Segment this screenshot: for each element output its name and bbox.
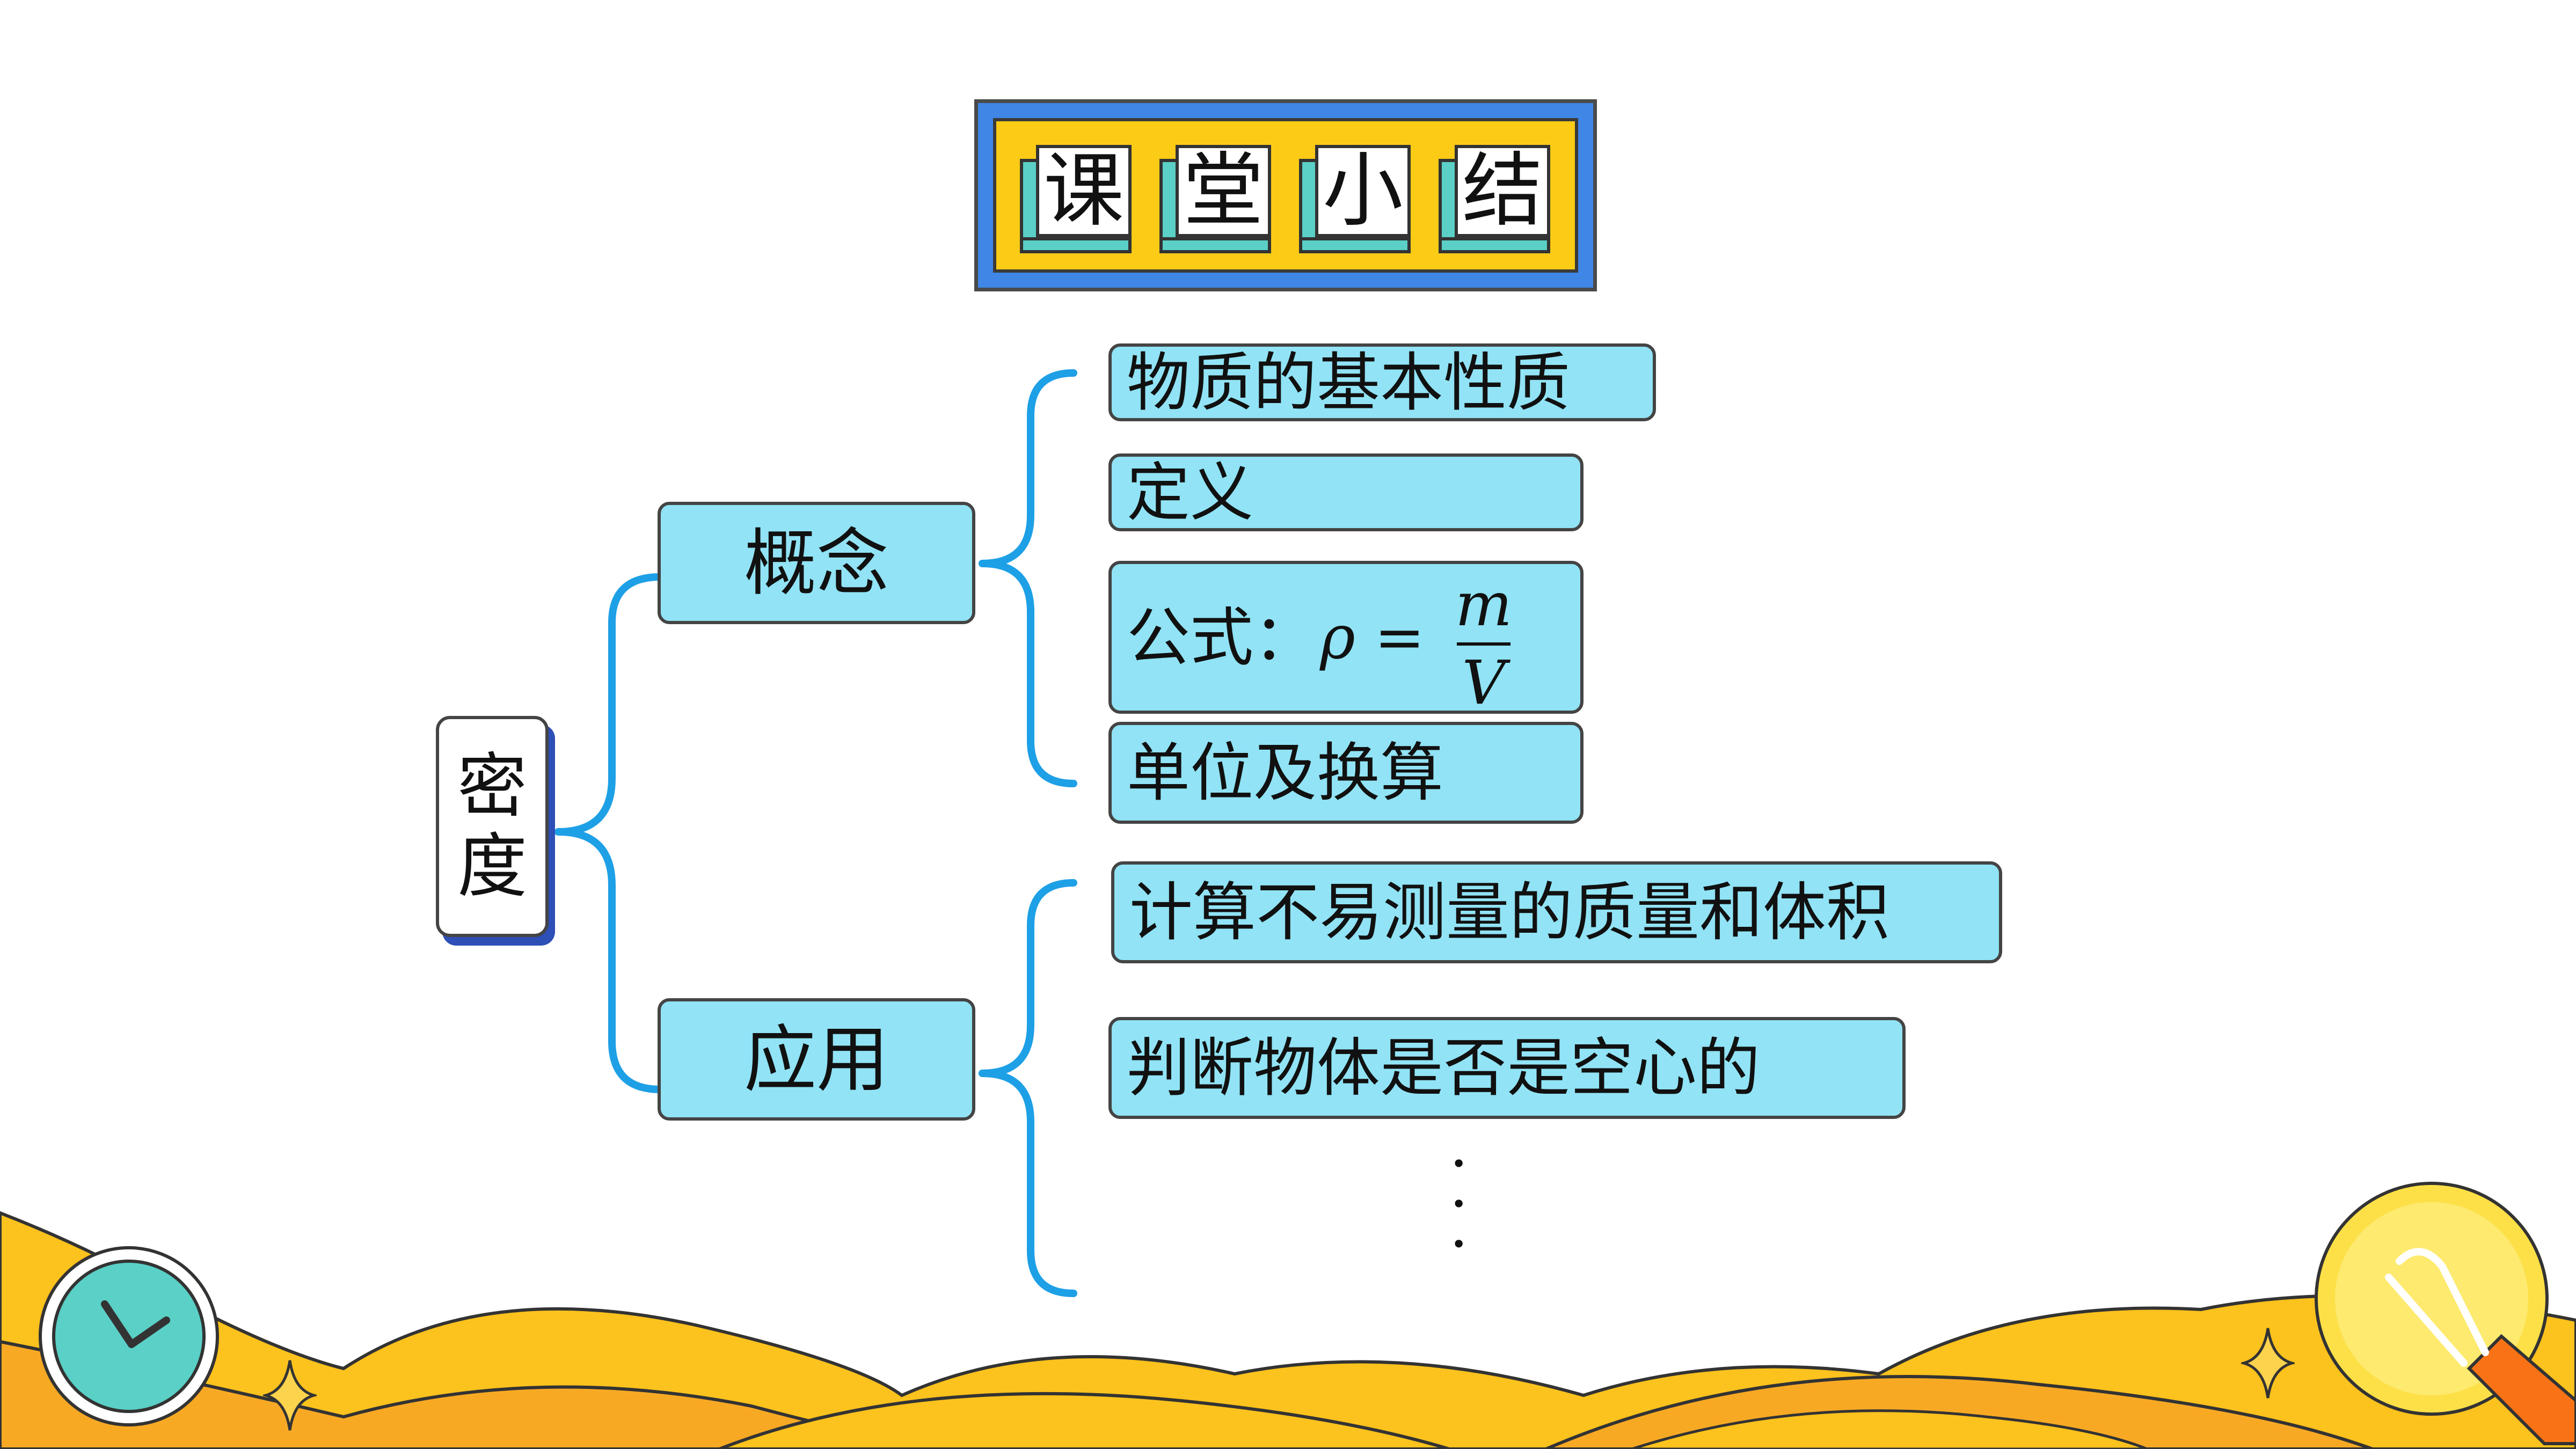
title-char-block: 堂 xyxy=(1159,145,1272,253)
formula-prefix: 公式： xyxy=(1127,600,1317,675)
application-item-hollow: 判断物体是否是空心的 xyxy=(1108,1017,1906,1119)
block-bottom xyxy=(1299,237,1411,253)
branch-application: 应用 xyxy=(658,998,975,1121)
title-char: 课 xyxy=(1036,145,1132,237)
formula-fraction: m V xyxy=(1455,575,1512,713)
block-side xyxy=(1299,159,1315,251)
branch-concept: 概念 xyxy=(658,502,975,624)
block-bottom xyxy=(1159,237,1271,253)
title-banner: 课 堂 小 结 xyxy=(974,99,1597,291)
sparkle-icon xyxy=(2241,1328,2295,1399)
root-node-card: 密 度 xyxy=(436,716,549,937)
concept-item-label: 物质的基本性质 xyxy=(1127,345,1571,420)
block-side xyxy=(1439,159,1455,251)
title-char: 堂 xyxy=(1176,145,1271,237)
sparkle-icon xyxy=(263,1360,317,1431)
branch-concept-label: 概念 xyxy=(744,521,889,605)
formula-numerator: m xyxy=(1455,570,1513,640)
block-bottom xyxy=(1439,237,1550,253)
title-char-block: 结 xyxy=(1439,145,1551,253)
application-item-calculate: 计算不易测量的质量和体积 xyxy=(1111,861,2002,963)
root-char: 密 xyxy=(457,745,527,827)
application-item-label: 判断物体是否是空心的 xyxy=(1127,1031,1761,1105)
title-banner-inner: 课 堂 小 结 xyxy=(993,118,1578,273)
ellipsis: ... xyxy=(1442,1154,1510,1275)
concept-item-definition: 定义 xyxy=(1108,453,1583,531)
clock-icon xyxy=(39,1246,219,1426)
formula-lhs: ρ = xyxy=(1320,602,1425,672)
title-char: 小 xyxy=(1315,145,1411,237)
block-side xyxy=(1020,159,1036,251)
block-bottom xyxy=(1020,237,1132,253)
concept-item-label: 单位及换算 xyxy=(1127,736,1444,810)
application-item-label: 计算不易测量的质量和体积 xyxy=(1129,875,1890,949)
branch-application-label: 应用 xyxy=(744,1017,889,1102)
title-char-block: 课 xyxy=(1020,145,1133,253)
root-node: 密 度 xyxy=(436,716,555,946)
fraction-bar xyxy=(1457,642,1511,646)
concept-item-units: 单位及换算 xyxy=(1108,722,1583,824)
concept-item-label: 定义 xyxy=(1127,455,1254,530)
light-bulb-icon xyxy=(2315,1182,2576,1445)
concept-item-basic-property: 物质的基本性质 xyxy=(1108,343,1656,421)
formula-denominator: V xyxy=(1462,648,1506,718)
concept-item-formula: 公式： ρ = m V xyxy=(1108,561,1583,714)
title-char-block: 小 xyxy=(1299,145,1412,253)
title-char: 结 xyxy=(1455,145,1550,237)
root-char: 度 xyxy=(457,825,527,907)
